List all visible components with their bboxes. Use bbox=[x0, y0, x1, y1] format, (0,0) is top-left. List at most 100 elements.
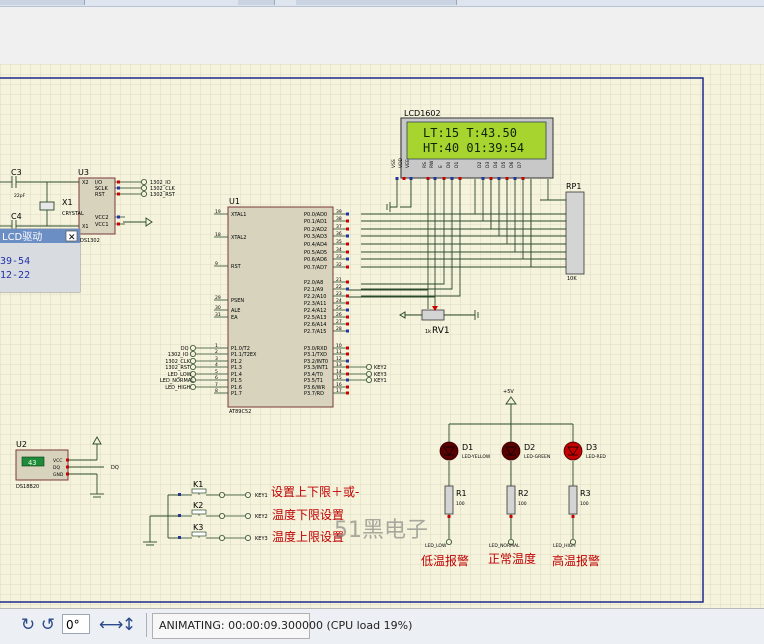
net-label: KEY2 bbox=[374, 365, 387, 371]
u1-pin-name: P3.0/RXD bbox=[304, 346, 328, 352]
u1-pin-name: P0.1/AD1 bbox=[304, 219, 327, 225]
lcd-pin-label: D1 bbox=[454, 162, 460, 168]
u1-pin-name: P0.3/AD3 bbox=[304, 234, 327, 240]
lcd-pin-marker bbox=[481, 177, 485, 180]
schematic-canvas[interactable]: LCD1602 LT:15 T:43.50 HT:40 01:39:54 VSS… bbox=[0, 64, 764, 608]
pin-marker bbox=[346, 378, 349, 382]
pin-marker bbox=[346, 257, 349, 261]
u3-pin-name: SCLK bbox=[95, 186, 108, 192]
lcd-pin-label: D5 bbox=[501, 162, 507, 168]
key3-label: 温度上限设置 bbox=[272, 529, 344, 544]
lcd-pin-label: VDD bbox=[398, 157, 404, 168]
popup-titlebar[interactable] bbox=[0, 229, 80, 243]
svg-text:U2: U2 bbox=[16, 440, 27, 449]
u1-pin-number: 18 bbox=[215, 232, 221, 238]
pin-marker bbox=[66, 472, 69, 476]
u1-pin-number: 5 bbox=[215, 369, 218, 375]
leds[interactable]: D1LED-YELLOWR1100LED_LOWD2LED-GREENR2100… bbox=[425, 441, 606, 549]
key2-label: 温度下限设置 bbox=[272, 507, 344, 522]
u1-pin-number: 36 bbox=[336, 231, 342, 237]
crystal-circuit[interactable]: C3 C4 22pF X1 CRYSTAL bbox=[0, 168, 84, 232]
lcd1602[interactable]: LCD1602 LT:15 T:43.50 HT:40 01:39:54 VSS… bbox=[391, 109, 554, 180]
u1-pin-name: P3.3/INT1 bbox=[304, 365, 328, 371]
u1-pin-number: 8 bbox=[215, 388, 218, 394]
rotation-angle-input[interactable]: 0° bbox=[62, 614, 90, 634]
u1-pin-number: 35 bbox=[336, 239, 342, 245]
pin-marker bbox=[346, 242, 349, 246]
pin-marker bbox=[117, 186, 120, 190]
u1-pin-number: 1 bbox=[215, 343, 218, 349]
rotate-clockwise-icon[interactable]: ↻ bbox=[20, 615, 36, 635]
lcd-pin-label: D0 bbox=[446, 162, 452, 168]
tab-3[interactable] bbox=[296, 0, 457, 5]
u1-pin-number: 11 bbox=[336, 349, 342, 355]
u1-pin-name: P1.2 bbox=[231, 359, 242, 365]
pin-marker bbox=[346, 280, 349, 284]
svg-text:C4: C4 bbox=[11, 212, 22, 221]
popup-close-button[interactable] bbox=[65, 230, 78, 242]
mirror-vertical-icon[interactable]: ↕ bbox=[121, 615, 137, 635]
lcd-pin-marker bbox=[442, 177, 446, 180]
u1-pin-name: P1.4 bbox=[231, 372, 242, 378]
led2-label: 正常温度 bbox=[488, 551, 536, 566]
u3-pin-name: X1 bbox=[82, 224, 89, 230]
tab-1[interactable] bbox=[0, 0, 85, 5]
net-label: 1302_RST bbox=[165, 365, 191, 371]
svg-text:R2: R2 bbox=[518, 489, 529, 498]
svg-text:R3: R3 bbox=[580, 489, 591, 498]
lcd-name: LCD1602 bbox=[404, 109, 441, 118]
u2-pin-name: VCC bbox=[53, 458, 62, 464]
pin-marker bbox=[346, 234, 349, 238]
popup-title: LCD驱动 bbox=[2, 231, 42, 243]
mirror-horizontal-icon[interactable]: ⟷ bbox=[99, 615, 124, 635]
rotate-counterclockwise-icon[interactable]: ↺ bbox=[40, 615, 56, 635]
svg-text:RP1: RP1 bbox=[566, 182, 581, 191]
lcd-pin-marker bbox=[402, 177, 406, 180]
net-label: 1302_CLK bbox=[150, 186, 176, 192]
lcd-driver-popup[interactable]: LCD驱动 ✕ 39-54 12-22 bbox=[0, 228, 81, 293]
u1-pin-name: P0.0/AD0 bbox=[304, 212, 327, 218]
key1-label: 设置上下限＋或- bbox=[271, 485, 359, 499]
tab-2[interactable] bbox=[238, 0, 275, 5]
lcd-pin-label: RW bbox=[429, 160, 435, 168]
lcd-pin-marker bbox=[489, 177, 493, 180]
u1-pin-number: 22 bbox=[336, 284, 342, 290]
pin-marker bbox=[346, 352, 349, 356]
lcd-pin-label: E bbox=[438, 165, 444, 168]
u1-pin-name: P2.6/A14 bbox=[304, 322, 326, 328]
pin-marker bbox=[346, 301, 349, 305]
pin-marker bbox=[66, 465, 69, 469]
u3-pin-name: X2 bbox=[82, 180, 89, 186]
u1-pin-number: 38 bbox=[336, 216, 342, 222]
u1-pin-name: P0.4/AD4 bbox=[304, 242, 327, 248]
rp1-resistor-pack[interactable]: RP1 10K bbox=[565, 182, 585, 282]
lcd-pin-label: D2 bbox=[477, 162, 483, 168]
pin-marker bbox=[346, 308, 349, 312]
net-label: KEY3 bbox=[255, 536, 268, 542]
pin-marker bbox=[346, 359, 349, 363]
svg-text:C3: C3 bbox=[11, 168, 22, 177]
u1-pin-number: 26 bbox=[336, 312, 342, 318]
u1-pin-name: P0.7/AD7 bbox=[304, 265, 327, 271]
u1-pin-name: P0.2/AD2 bbox=[304, 227, 327, 233]
pin-marker bbox=[346, 385, 349, 389]
rv1-potentiometer[interactable]: RV1 1k bbox=[399, 296, 479, 336]
pin-marker bbox=[117, 222, 120, 226]
u1-pin-number: 27 bbox=[336, 319, 342, 325]
